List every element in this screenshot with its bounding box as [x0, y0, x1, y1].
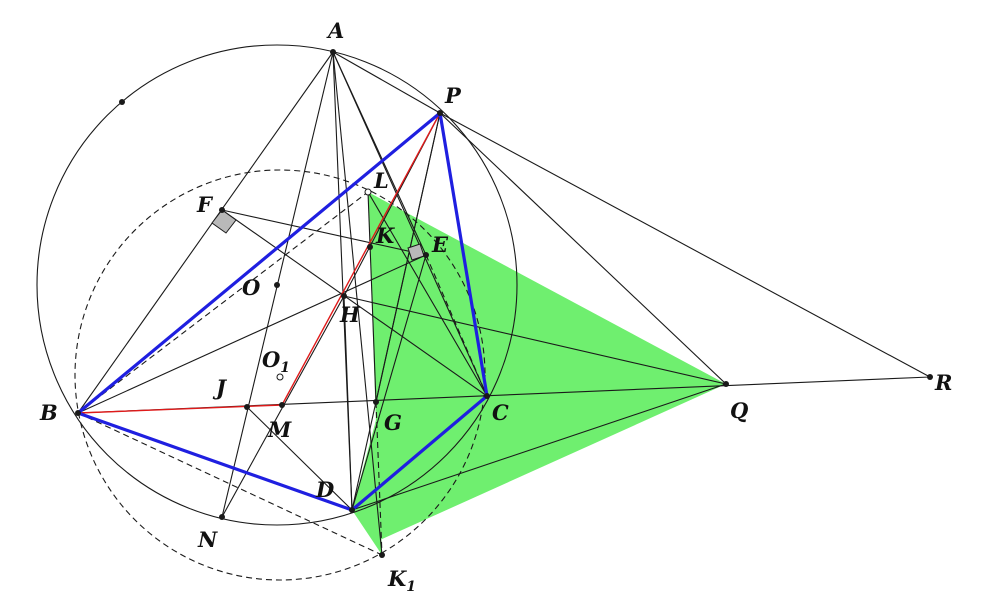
label-o: O	[242, 275, 261, 300]
shaded-regions	[282, 192, 726, 555]
circumcircle	[36, 44, 518, 526]
shaded-triangle-l-q	[368, 192, 726, 540]
label-m: M	[267, 417, 292, 442]
label-l: L	[373, 168, 389, 193]
dot-r	[927, 374, 933, 380]
dashed-lines	[77, 191, 488, 556]
label-g: G	[384, 410, 402, 435]
label-k1: K1	[387, 566, 416, 595]
point-labels: A P L F K E O H O1J B M G C Q R D N K1	[39, 18, 952, 595]
label-b: B	[39, 400, 58, 425]
label-f: F	[196, 192, 214, 217]
dot-g	[373, 399, 379, 405]
dot-h	[341, 293, 347, 299]
label-r: R	[934, 370, 952, 395]
dot-m	[279, 402, 285, 408]
label-q: Q	[730, 398, 748, 423]
dot-k1	[379, 552, 385, 558]
label-e: E	[431, 232, 449, 257]
shaded-triangle-m-d	[282, 405, 382, 555]
dot-b	[75, 410, 81, 416]
dot-n	[219, 514, 225, 520]
dot-a	[330, 49, 336, 55]
label-a: A	[326, 18, 344, 43]
label-k: K	[375, 223, 395, 248]
point-dots	[75, 49, 933, 558]
dot-c	[484, 393, 490, 399]
dot-e	[423, 252, 429, 258]
dot-o	[274, 282, 280, 288]
label-h: H	[339, 302, 361, 327]
dot-j	[244, 404, 250, 410]
dot-l	[364, 188, 372, 196]
dot-o1	[276, 373, 284, 381]
dot-arc	[119, 99, 125, 105]
construction-lines	[77, 51, 931, 556]
dot-d	[349, 507, 355, 513]
label-d: D	[315, 477, 335, 502]
label-p: P	[444, 83, 462, 108]
dot-f	[219, 207, 225, 213]
right-angle-at-f	[211, 209, 237, 234]
label-o1: O1	[262, 347, 290, 376]
label-n: N	[197, 527, 218, 552]
label-c: C	[492, 400, 509, 425]
label-j: J	[212, 375, 228, 400]
dot-k	[367, 244, 373, 250]
dot-p	[437, 110, 443, 116]
dot-q	[723, 381, 729, 387]
